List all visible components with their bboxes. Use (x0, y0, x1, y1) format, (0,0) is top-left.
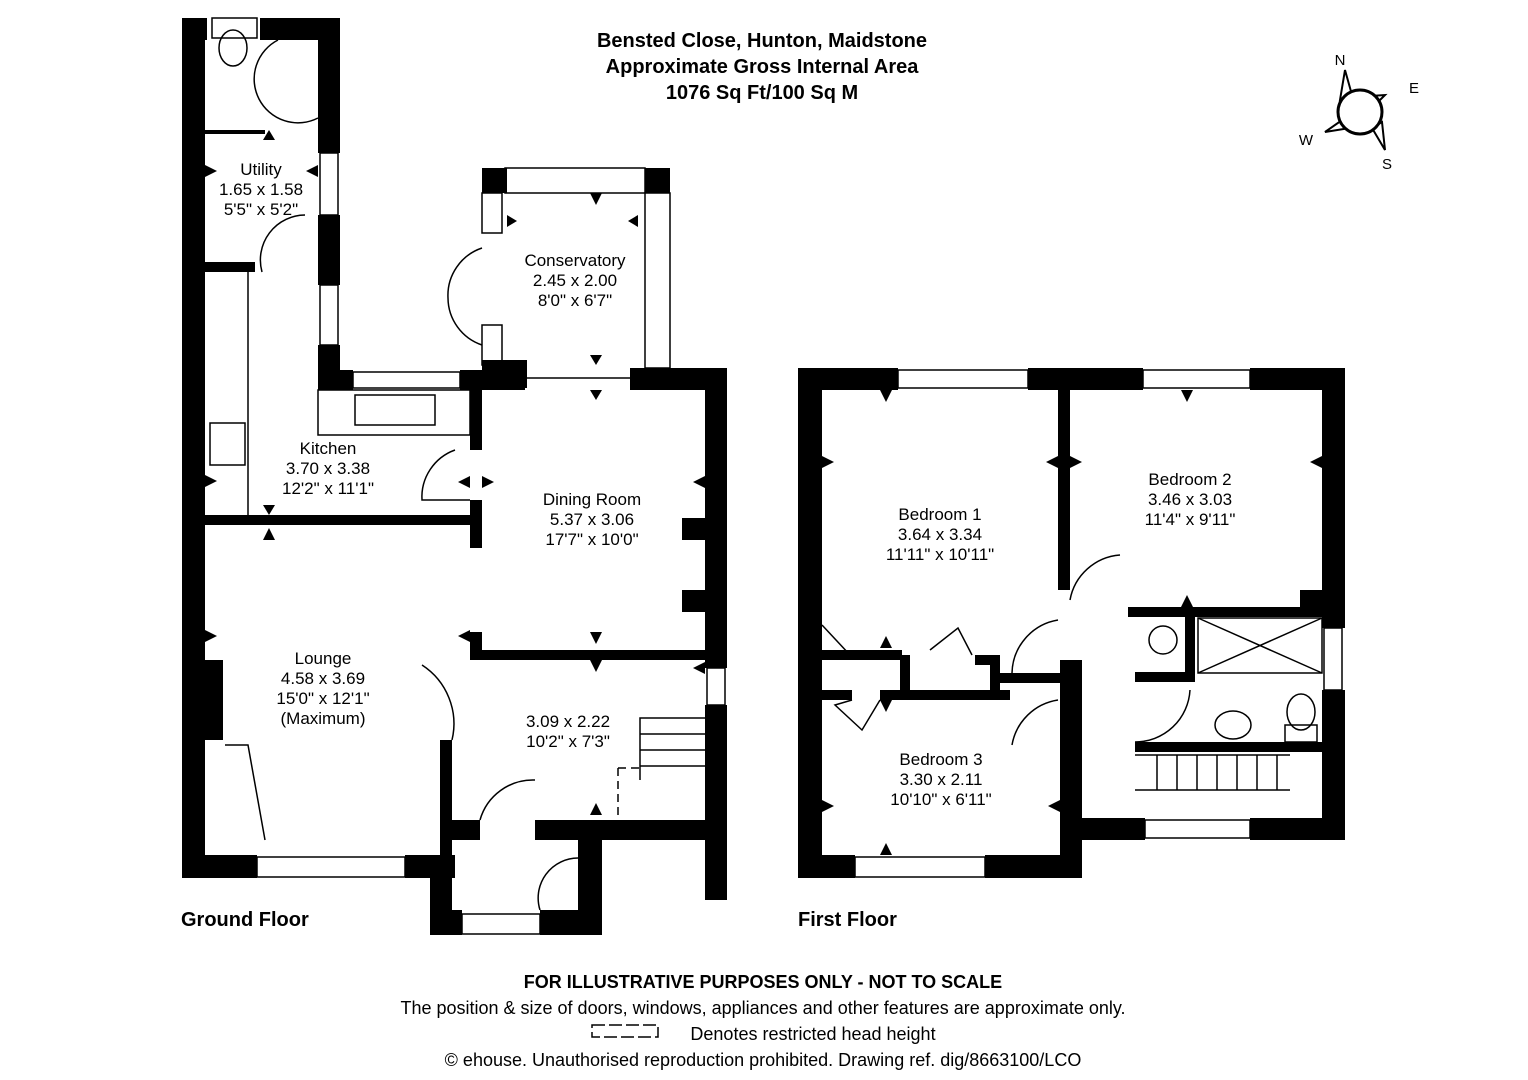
compass-n: N (1334, 52, 1346, 69)
compass-icon (1324, 69, 1388, 151)
first-floor-label: First Floor (798, 909, 897, 931)
address-title: Bensted Close, Hunton, Maidstone (596, 30, 928, 52)
first-floor-walls (798, 368, 1345, 878)
ground-floor-walls (182, 18, 727, 935)
area-title: Approximate Gross Internal Area (605, 56, 919, 78)
header: Bensted Close, Hunton, Maidstone Approxi… (597, 28, 927, 106)
approximate-note: The position & size of doors, windows, a… (400, 998, 1126, 1018)
compass-e: E (1408, 80, 1420, 97)
restricted-height-legend-icon (591, 1024, 659, 1038)
first-floor-fixtures (821, 369, 1343, 878)
compass-s: S (1381, 156, 1393, 173)
ground-floor-label: Ground Floor (181, 909, 309, 931)
footer: FOR ILLUSTRATIVE PURPOSES ONLY - NOT TO … (400, 969, 1125, 1073)
dimension-arrows (205, 130, 1322, 855)
ground-floor-fixtures (209, 17, 726, 935)
compass-w: W (1298, 132, 1314, 149)
restricted-height-legend: Denotes restricted head height (690, 1024, 936, 1044)
disclaimer: FOR ILLUSTRATIVE PURPOSES ONLY - NOT TO … (523, 972, 1003, 992)
copyright: © ehouse. Unauthorised reproduction proh… (444, 1050, 1082, 1070)
area-value: 1076 Sq Ft/100 Sq M (665, 82, 859, 104)
